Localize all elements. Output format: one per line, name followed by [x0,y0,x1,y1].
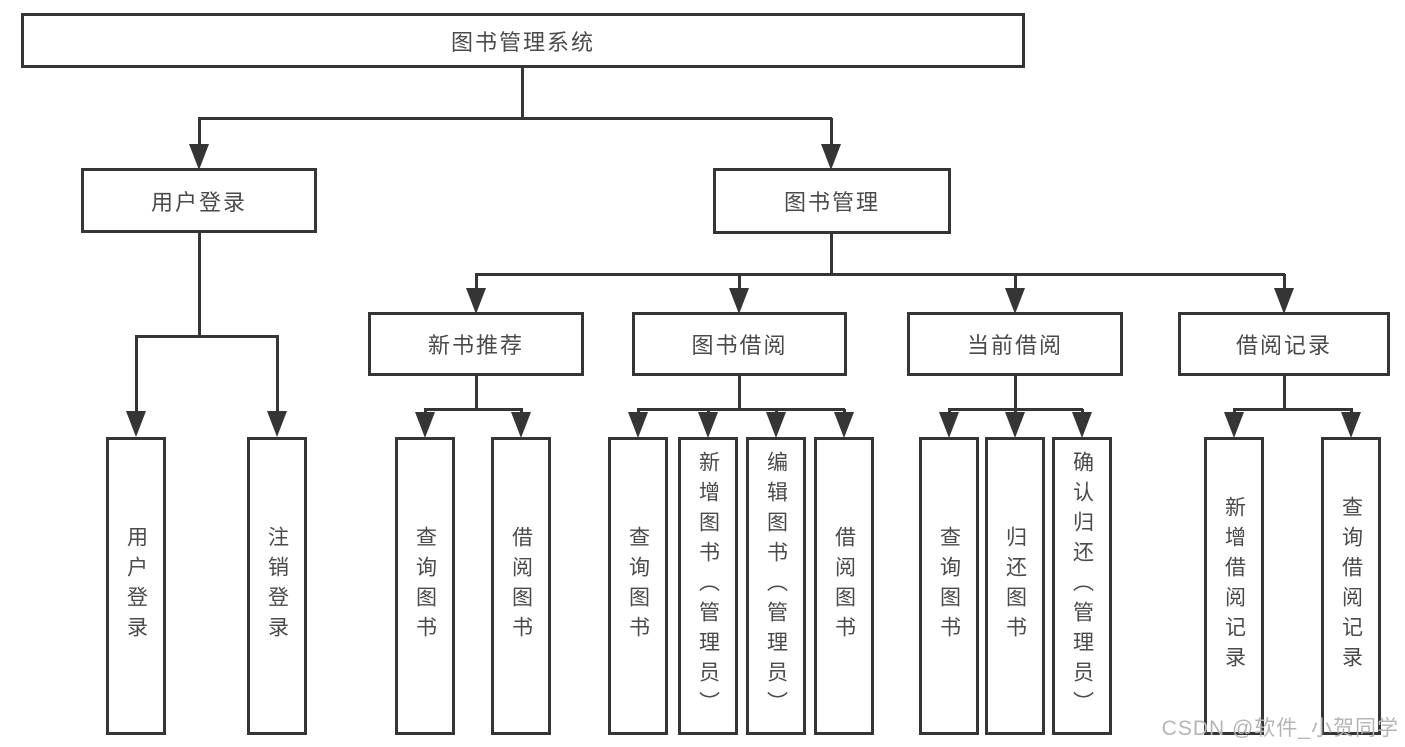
leaf-bb-edit-book-admin-label: 编辑图书（管理员） [764,451,788,721]
arrow-to-cb-confirm-return [1072,409,1092,438]
arrow-to-current-borrow [1005,274,1025,314]
node-user-login: 用户登录 [81,168,317,233]
arrow-to-leaf-user-login [126,336,146,437]
leaf-user-login: 用户登录 [106,437,166,735]
leaf-bb-borrow-book: 借阅图书 [814,437,874,735]
connector-level2-split [197,117,832,120]
connector-book-management-stem [829,232,833,276]
leaf-cb-query-book-label: 查询图书 [937,526,961,646]
node-user-login-label: 用户登录 [150,189,247,215]
arrow-to-bb-query-book [628,409,648,438]
arrow-to-leaf-logout [267,336,287,437]
node-root-label: 图书管理系统 [450,29,595,55]
node-book-borrow-label: 图书借阅 [691,333,788,358]
node-book-management: 图书管理 [713,168,951,234]
leaf-br-query-record-label: 查询借阅记录 [1339,496,1363,676]
connector-bb-split [636,408,845,411]
connector-user-login-split [134,335,279,338]
node-borrow-record: 借阅记录 [1178,312,1390,376]
connector-br-stem [1282,374,1286,410]
arrow-to-nbr-query-book [415,409,435,438]
connector-br-split [1232,408,1353,411]
arrow-to-user-login [189,118,209,170]
arrow-to-new-book-recommend [466,274,486,314]
csdn-watermark: CSDN @软件_小贺同学 [1161,717,1399,740]
leaf-logout-label: 注销登录 [265,526,289,646]
leaf-br-query-record: 查询借阅记录 [1321,437,1381,735]
leaf-bb-borrow-book-label: 借阅图书 [832,526,856,646]
node-current-borrow-label: 当前借阅 [966,333,1063,358]
leaf-cb-query-book: 查询图书 [919,437,979,735]
node-new-book-recommend: 新书推荐 [368,312,584,376]
leaf-logout: 注销登录 [247,437,307,735]
leaf-bb-add-book-admin-label: 新增图书（管理员） [696,451,720,721]
leaf-bb-edit-book-admin: 编辑图书（管理员） [746,437,806,735]
arrow-to-bb-borrow-book [834,409,854,438]
leaf-nbr-borrow-book-label: 借阅图书 [509,526,533,646]
leaf-cb-confirm-return-admin: 确认归还（管理员） [1052,437,1112,735]
leaf-cb-confirm-return-admin-label: 确认归还（管理员） [1070,451,1094,721]
leaf-br-add-record: 新增借阅记录 [1204,437,1264,735]
leaf-cb-return-book-label: 归还图书 [1003,526,1027,646]
node-new-book-recommend-label: 新书推荐 [427,333,524,358]
arrow-to-bb-add-book [698,409,718,438]
connector-cb-stem [1013,374,1017,410]
connector-level3-split [474,273,1285,276]
leaf-cb-return-book: 归还图书 [985,437,1045,735]
leaf-bb-query-book: 查询图书 [608,437,668,735]
node-root: 图书管理系统 [21,13,1025,68]
arrow-to-book-borrow [729,274,749,314]
leaf-nbr-query-book: 查询图书 [395,437,455,735]
connector-nbr-stem [474,374,478,410]
leaf-br-add-record-label: 新增借阅记录 [1222,496,1246,676]
leaf-bb-query-book-label: 查询图书 [626,526,650,646]
arrow-to-book-management [821,118,841,170]
connector-user-login-stem [197,231,201,338]
arrow-to-bb-edit-book [766,409,786,438]
node-current-borrow: 当前借阅 [907,312,1123,376]
arrow-to-br-query-record [1341,409,1361,438]
connector-root-stem [520,66,524,120]
node-borrow-record-label: 借阅记录 [1235,333,1332,358]
arrow-to-borrow-record [1274,274,1294,314]
connector-bb-stem [737,374,741,410]
leaf-user-login-label: 用户登录 [124,526,148,646]
leaf-nbr-query-book-label: 查询图书 [413,526,437,646]
arrow-to-cb-return-book [1005,409,1025,438]
connector-nbr-split [423,408,523,411]
arrow-to-cb-query-book [939,409,959,438]
leaf-nbr-borrow-book: 借阅图书 [491,437,551,735]
node-book-borrow: 图书借阅 [632,312,847,376]
node-book-management-label: 图书管理 [783,190,880,215]
leaf-bb-add-book-admin: 新增图书（管理员） [678,437,738,735]
arrow-to-br-add-record [1224,409,1244,438]
arrow-to-nbr-borrow-book [511,409,531,438]
